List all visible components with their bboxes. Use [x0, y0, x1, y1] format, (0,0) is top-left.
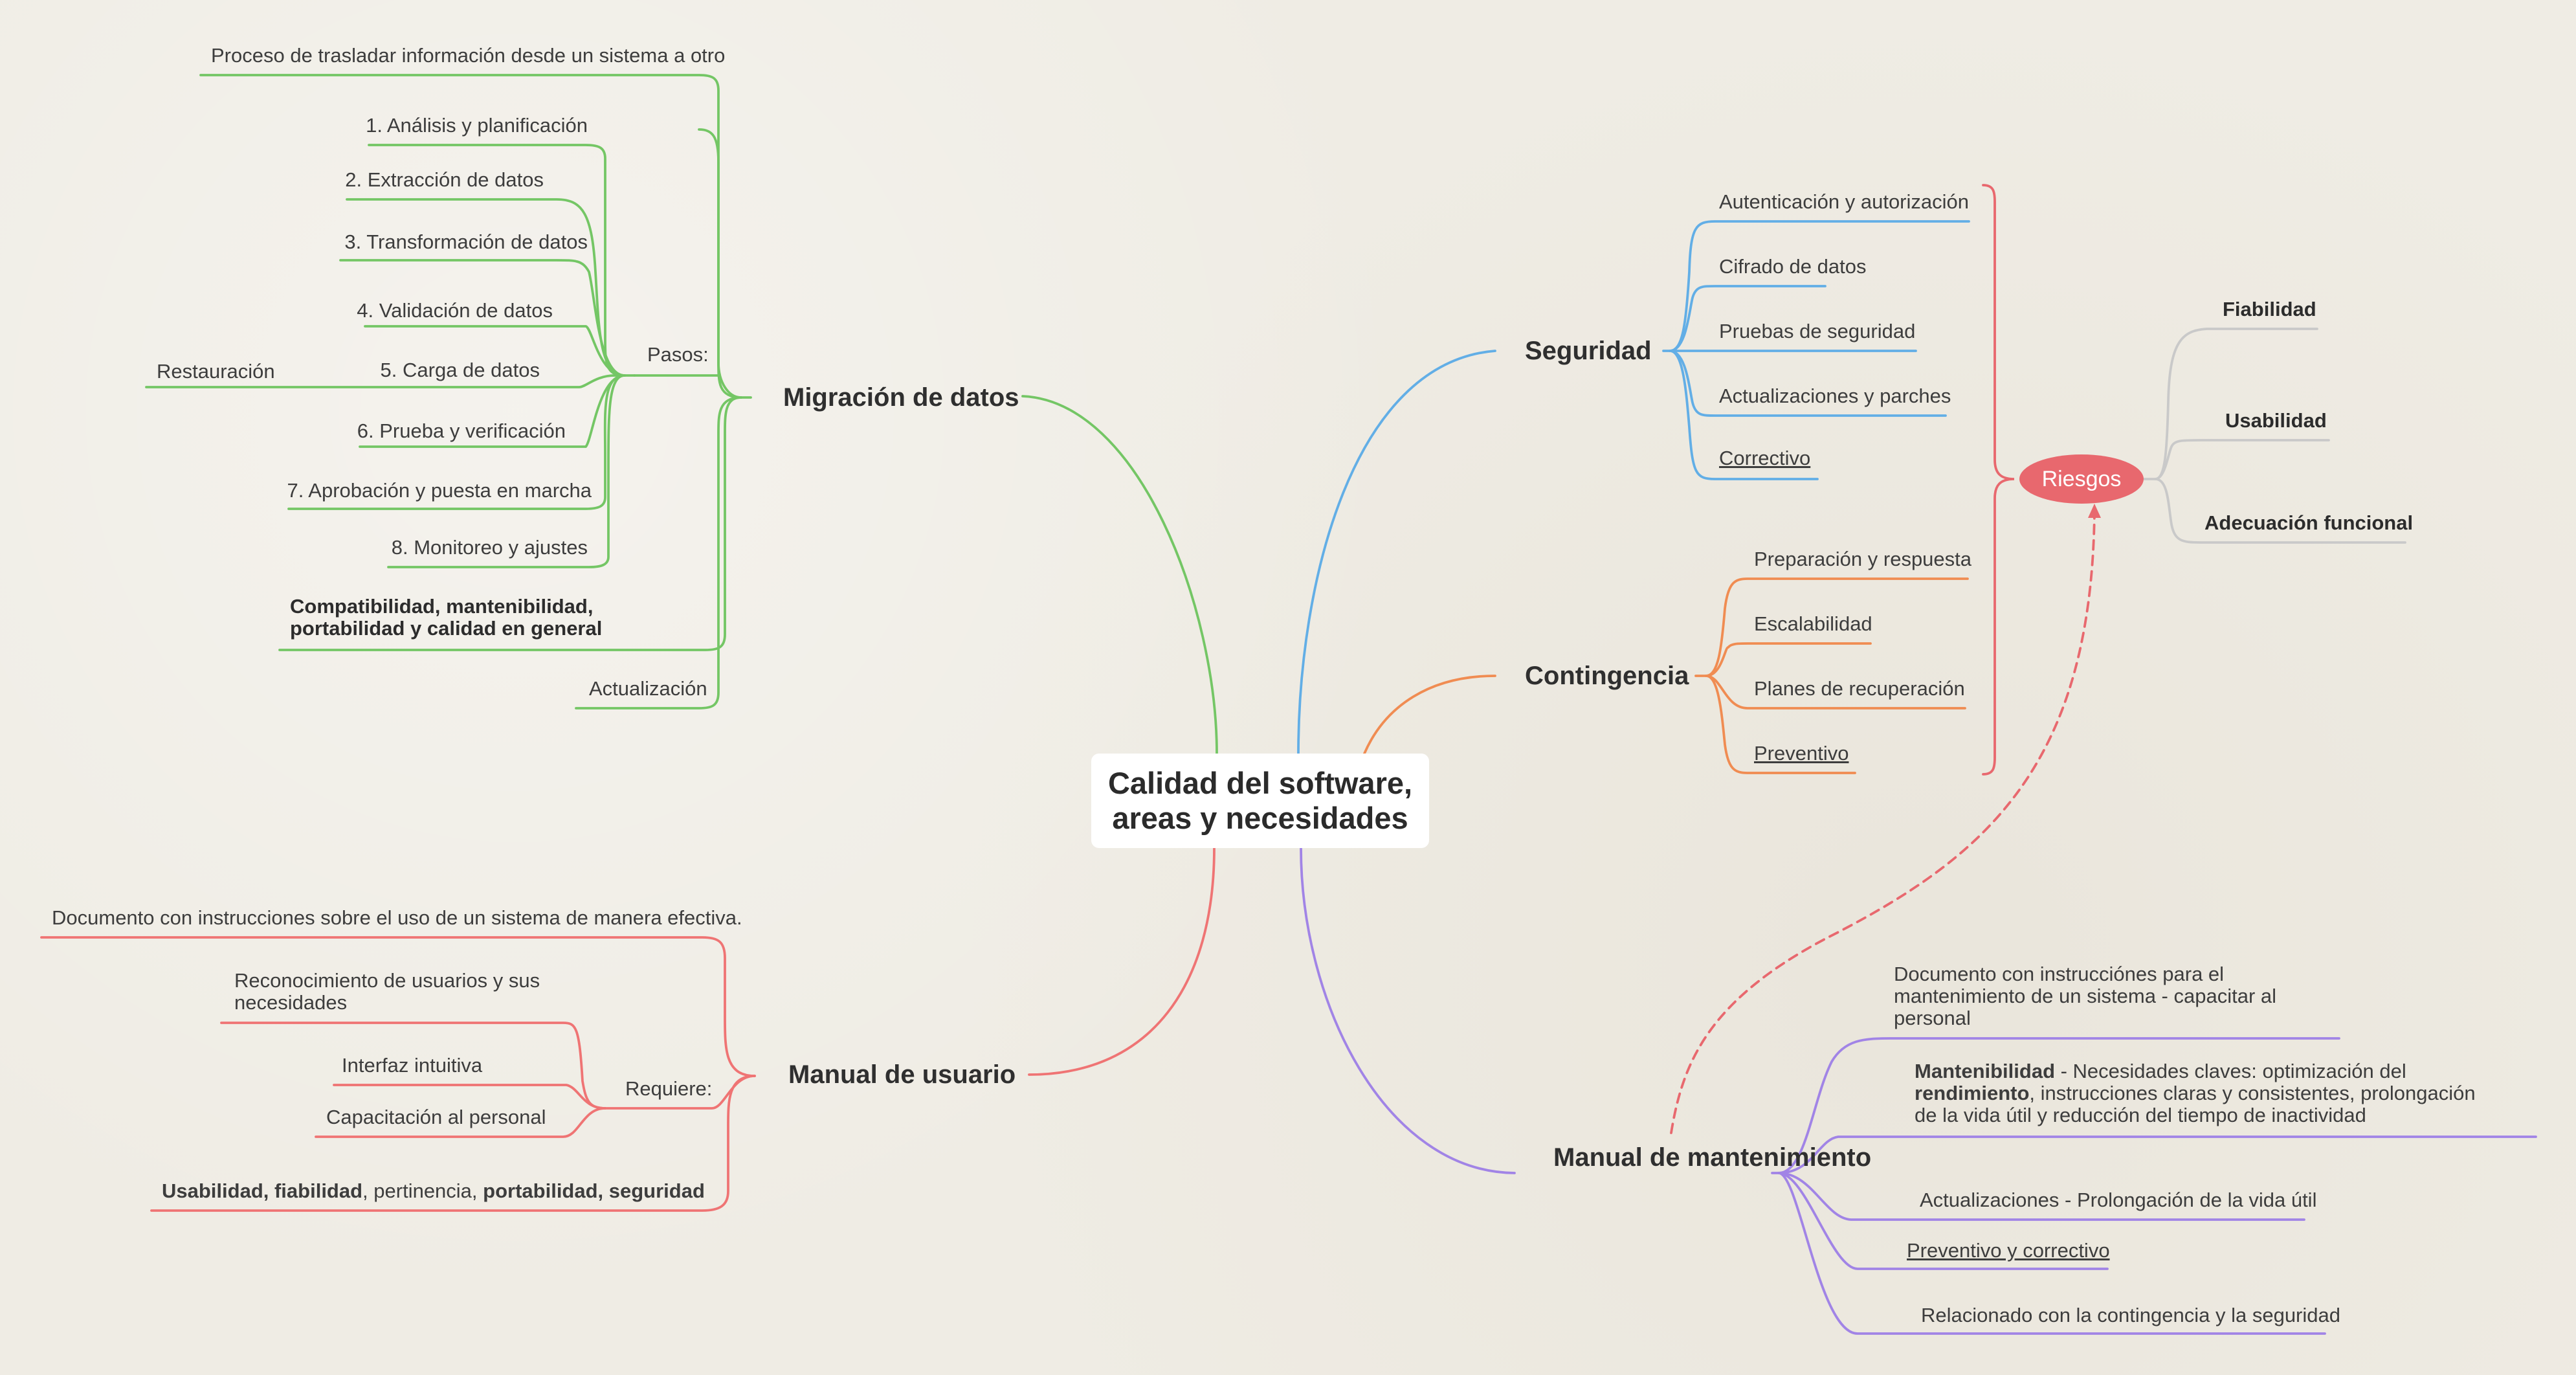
seguridad-item-cifrado: Cifrado de datos: [1719, 255, 1867, 278]
seguridad-item-autenticacion: Autenticación y autorización: [1719, 190, 1970, 213]
riesgos-link: [1670, 510, 2096, 1134]
riesgo-usabilidad: Usabilidad: [2225, 409, 2327, 432]
atributos-bold-2: portabilidad, seguridad: [483, 1179, 705, 1202]
contingencia-item-preparacion: Preparación y respuesta: [1754, 548, 1972, 570]
seguridad-title[interactable]: Seguridad: [1525, 337, 1652, 365]
mantenibilidad-bold-1: Mantenibilidad: [1915, 1060, 2055, 1082]
manual-usuario-definicion: Documento con instrucciones sobre el uso…: [52, 906, 742, 929]
riesgos-bracket: [1982, 184, 2015, 776]
paso-7: 7. Aprobación y puesta en marcha: [287, 479, 592, 502]
seguridad-item-actualizaciones: Actualizaciones y parches: [1719, 385, 1951, 407]
contingencia-branches: [1694, 577, 1969, 774]
requiere-capacitacion: Capacitación al personal: [326, 1106, 546, 1128]
mantenimiento-relacionado: Relacionado con la contingencia y la seg…: [1921, 1304, 2340, 1326]
atributos-bold-1: Usabilidad, fiabilidad: [162, 1179, 363, 1202]
riesgos-node[interactable]: Riesgos: [2019, 454, 2144, 504]
actualizacion: Actualización: [589, 677, 707, 700]
connector-seguridad: [1297, 350, 1496, 755]
migracion-branches: [145, 74, 752, 710]
connector-contingencia: [1363, 675, 1496, 755]
mantenimiento-definicion: Documento con instrucciónes para el mant…: [1894, 963, 2277, 1029]
mantenimiento-actualizaciones: Actualizaciones - Prolongación de la vid…: [1920, 1189, 2317, 1211]
requiere-label: Requiere:: [625, 1077, 713, 1100]
riesgos-arrowhead: [2088, 504, 2101, 518]
paso-8: 8. Monitoreo y ajustes: [391, 536, 588, 559]
manual-usuario-title[interactable]: Manual de usuario: [788, 1060, 1016, 1089]
migracion-atributos: Compatibilidad, mantenibilidad, portabil…: [290, 595, 603, 640]
atributos-normal: , pertinencia,: [362, 1179, 483, 1202]
riesgo-fiabilidad: Fiabilidad: [2223, 298, 2316, 320]
paso-5: 5. Carga de datos: [380, 359, 540, 381]
mantenimiento-preventivo-correctivo[interactable]: Preventivo y correctivo: [1907, 1239, 2110, 1262]
manual-usuario-atributos: Usabilidad, fiabilidad, pertinencia, por…: [162, 1179, 705, 1203]
seguridad-item-correctivo[interactable]: Correctivo: [1719, 447, 1811, 469]
mantenibilidad-text-1: - Necesidades claves: optimización del: [2055, 1060, 2406, 1082]
migracion-title[interactable]: Migración de datos: [783, 383, 1019, 412]
riesgos-branches: [2142, 328, 2406, 544]
paso-1: 1. Análisis y planificación: [366, 114, 588, 137]
riesgo-adecuacion: Adecuación funcional: [2204, 511, 2414, 534]
paso-6: 6. Prueba y verificación: [357, 419, 566, 442]
connector-manual-mantenimiento: [1300, 847, 1516, 1174]
seguridad-branches: [1662, 220, 1970, 480]
mantenibilidad-bold-2: rendimiento: [1915, 1082, 2030, 1104]
requiere-interfaz: Interfaz intuitiva: [342, 1054, 483, 1077]
restauracion: Restauración: [157, 360, 275, 383]
contingencia-item-escalabilidad: Escalabilidad: [1754, 612, 1872, 635]
central-topic[interactable]: Calidad del software, areas y necesidade…: [1091, 754, 1429, 848]
paso-3: 3. Transformación de datos: [344, 230, 588, 253]
pasos-label: Pasos:: [647, 343, 709, 366]
manual-mantenimiento-title[interactable]: Manual de mantenimiento: [1553, 1143, 1872, 1172]
manual-mantenimiento-branches: [1771, 1037, 2537, 1335]
paso-2: 2. Extracción de datos: [345, 168, 544, 191]
connector-manual-usuario: [1028, 847, 1216, 1076]
mantenibilidad-text-2: , instrucciones claras y consistentes, p…: [1915, 1082, 2476, 1126]
contingencia-item-preventivo[interactable]: Preventivo: [1754, 742, 1849, 765]
requiere-reconocimiento: Reconocimiento de usuarios y sus necesid…: [234, 969, 540, 1014]
contingencia-item-planes: Planes de recuperación: [1754, 677, 1965, 700]
seguridad-item-pruebas: Pruebas de seguridad: [1719, 320, 1916, 342]
migracion-definicion: Proceso de trasladar información desde u…: [211, 44, 726, 67]
contingencia-title[interactable]: Contingencia: [1525, 662, 1689, 690]
paso-4: 4. Validación de datos: [357, 299, 553, 322]
central-title: Calidad del software, areas y necesidade…: [1107, 766, 1413, 835]
connector-migracion: [1021, 395, 1218, 755]
riesgos-label: Riesgos: [2041, 466, 2122, 491]
mantenimiento-mantenibilidad: Mantenibilidad - Necesidades claves: opt…: [1915, 1060, 2497, 1126]
manual-usuario-branches: [40, 936, 756, 1212]
